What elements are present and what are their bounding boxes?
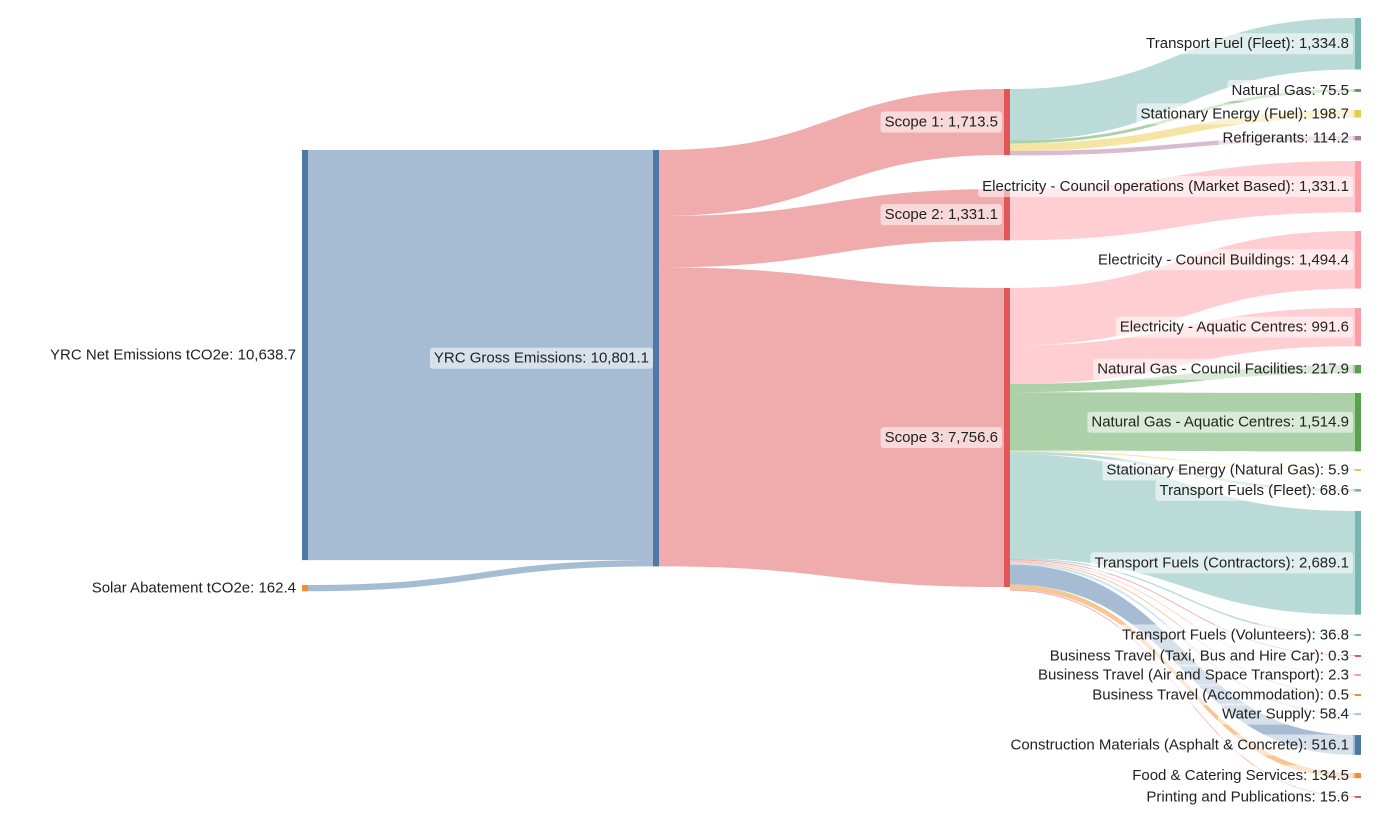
label-elec_ops: Electricity - Council operations (Market… [982,178,1349,195]
label-water: Water Supply: 58.4 [1222,706,1349,723]
link-s2-elec_ops [1010,161,1355,241]
label-bg-gross [429,347,653,369]
label-bg-bt_taxi [1045,645,1353,667]
label-ng_cf: Natural Gas - Council Facilities: 217.9 [1097,361,1349,378]
label-gross: YRC Gross Emissions: 10,801.1 [434,350,649,367]
node-gross [653,150,659,567]
label-ng_aq: Natural Gas - Aquatic Centres: 1,514.9 [1091,414,1349,431]
label-bg-elec_aq [1115,316,1353,338]
node-elec_aq [1355,308,1361,347]
label-elec_bld: Electricity - Council Buildings: 1,494.4 [1098,251,1349,268]
label-solar: Solar Abatement tCO2e: 162.4 [92,580,296,597]
label-refrig: Refrigerants: 114.2 [1223,130,1349,147]
label-food: Food & Catering Services: 134.5 [1132,767,1349,784]
label-bg-water [1217,703,1353,725]
node-ng [1355,89,1361,92]
node-refrig [1355,136,1361,141]
label-bg-food [1128,765,1353,787]
node-bt_acc [1355,694,1361,696]
link-s3-bt_taxi [1010,559,1355,656]
label-net: YRC Net Emissions tCO2e: 10,638.7 [50,347,296,364]
node-tfs_fleet [1355,489,1361,492]
label-bg-ng [1227,79,1353,101]
label-bg-tf_fleet [1142,33,1353,55]
label-s2: Scope 2: 1,331.1 [885,206,998,223]
link-s3-tf_vol [1010,557,1355,636]
label-bg-s2 [880,204,1002,226]
label-bt_taxi: Business Travel (Taxi, Bus and Hire Car)… [1050,648,1349,665]
label-bg-tfs_fleet [1155,479,1353,501]
label-tfs_fleet: Transport Fuels (Fleet): 68.6 [1159,482,1349,499]
label-bg-s3 [880,427,1002,449]
link-gross-s3 [659,267,1004,588]
node-tf_vol [1355,634,1361,636]
node-elec_ops [1355,161,1361,213]
label-bg-print [1142,786,1353,808]
label-bt_air: Business Travel (Air and Space Transport… [1038,667,1349,684]
label-se_fuel: Stationary Energy (Fuel): 198.7 [1141,105,1349,122]
node-tf_contr [1355,511,1361,615]
label-s1: Scope 1: 1,713.5 [885,114,998,131]
label-se_ng: Stationary Energy (Natural Gas): 5.9 [1106,462,1349,479]
node-s1 [1004,89,1010,156]
label-bg-se_ng [1102,459,1353,481]
label-bg-refrig [1218,127,1353,149]
label-bg-constr [1006,734,1353,756]
link-s3-tf_contr [1010,454,1355,615]
node-bt_air [1355,674,1361,676]
label-bg-s1 [880,111,1002,133]
node-ng_cf [1355,365,1361,374]
node-ng_aq [1355,393,1361,452]
label-bg-bt_air [1034,664,1353,686]
label-bt_acc: Business Travel (Accommodation): 0.5 [1092,687,1349,704]
label-s3: Scope 3: 7,756.6 [885,429,998,446]
node-tf_fleet [1355,18,1361,70]
node-elec_bld [1355,231,1361,289]
label-tf_vol: Transport Fuels (Volunteers): 36.8 [1122,627,1349,644]
label-constr: Construction Materials (Asphalt & Concre… [1011,736,1350,753]
label-bg-se_fuel [1136,103,1353,125]
node-net [302,150,308,561]
label-elec_aq: Electricity - Aquatic Centres: 991.6 [1120,319,1349,336]
node-water [1355,713,1361,716]
link-s3-bt_air [1010,560,1355,675]
node-s3 [1004,288,1010,588]
node-solar [302,585,308,592]
label-tf_contr: Transport Fuels (Contractors): 2,689.1 [1094,554,1349,571]
label-bg-ng_aq [1087,411,1353,433]
node-constr [1355,735,1361,755]
node-se_fuel [1355,110,1361,118]
node-food [1355,773,1361,779]
node-print [1355,796,1361,798]
label-bg-ng_cf [1093,358,1353,380]
label-bg-elec_bld [1094,249,1353,271]
label-print: Printing and Publications: 15.6 [1146,789,1349,806]
label-bg-elec_ops [978,176,1353,198]
label-bg-tf_vol [1117,624,1353,646]
label-bg-tf_contr [1090,552,1353,574]
label-tf_fleet: Transport Fuel (Fleet): 1,334.8 [1146,35,1349,52]
sankey-nodes [302,18,1361,798]
node-bt_taxi [1355,655,1361,657]
link-solar-gross [308,560,653,592]
label-ng: Natural Gas: 75.5 [1231,82,1349,99]
node-s2 [1004,189,1010,241]
node-se_ng [1355,469,1361,471]
label-bg-bt_acc [1088,684,1353,706]
